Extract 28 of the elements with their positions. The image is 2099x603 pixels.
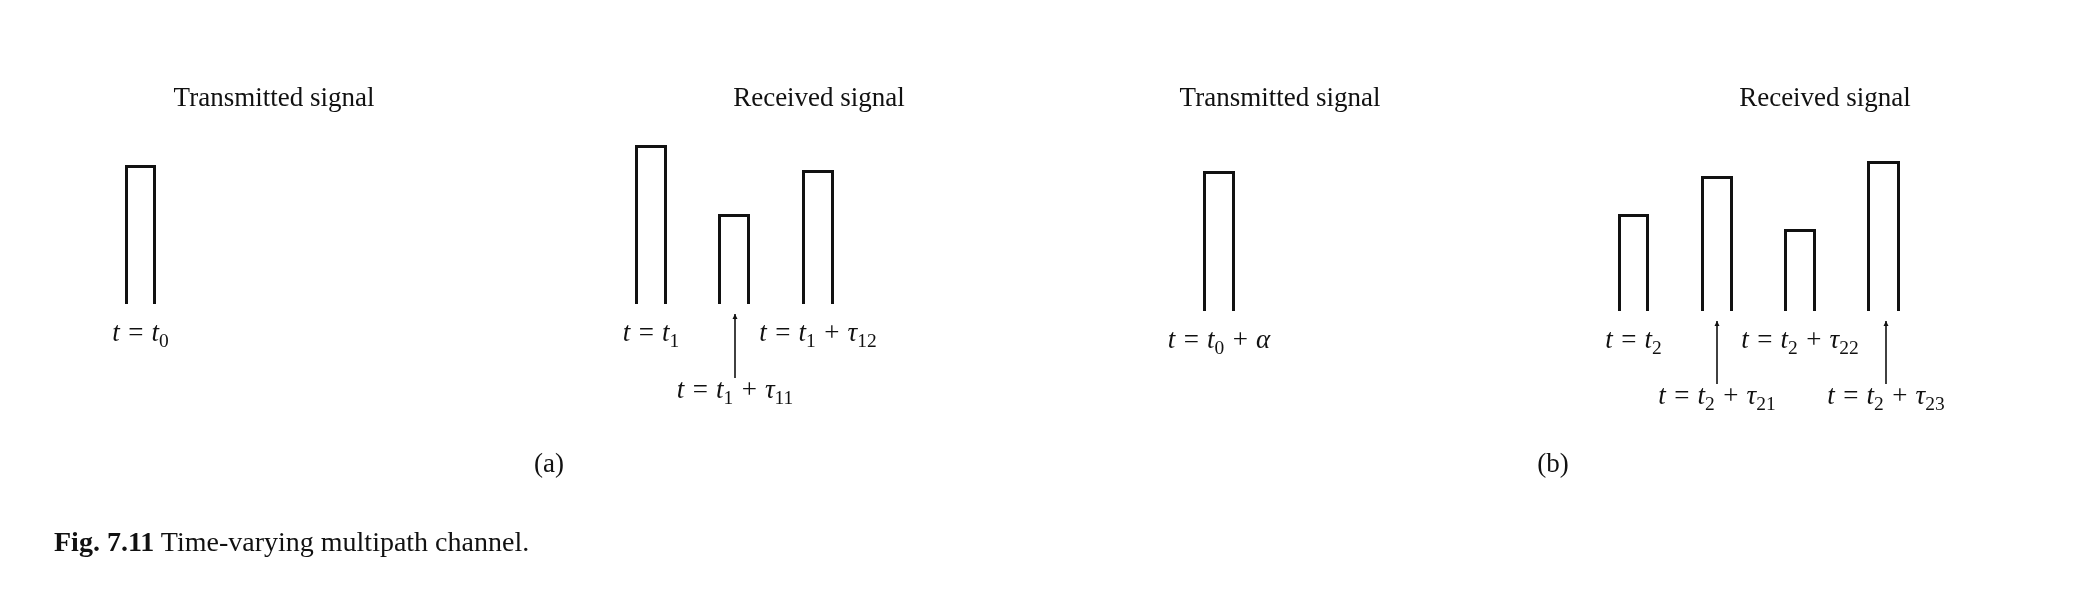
arrow	[1883, 320, 1889, 385]
time-label: t = t$_{2}$ + τ$_{21}$	[1658, 382, 1776, 414]
panel-heading: Received signal	[733, 84, 905, 111]
panel-label: (b)	[1537, 450, 1569, 477]
arrow	[1714, 320, 1720, 385]
time-label: t = t$_{0}$	[112, 319, 169, 351]
pulse-shape	[1867, 161, 1900, 311]
time-label: t = t$_{0}$ + α	[1167, 326, 1271, 358]
figure-caption: Fig. 7.11 Time-varying multipath channel.	[54, 528, 530, 556]
time-label: t = t$_{1}$ + τ$_{11}$	[676, 376, 794, 408]
time-label: t = t$_{2}$ + τ$_{22}$	[1741, 326, 1859, 358]
pulse-shape	[1784, 229, 1816, 311]
arrow	[732, 313, 738, 379]
pulse-shape	[1701, 176, 1733, 311]
pulse-shape	[1618, 214, 1649, 311]
time-label: t = t$_{1}$ + τ$_{12}$	[759, 319, 877, 351]
panel-label: (a)	[534, 450, 564, 477]
pulse-shape	[635, 145, 667, 304]
time-label: t = t$_{2}$	[1605, 326, 1662, 358]
pulse-shape	[718, 214, 750, 304]
panel-heading: Transmitted signal	[173, 84, 375, 111]
pulse-shape	[125, 165, 156, 304]
time-label: t = t$_{1}$	[622, 319, 680, 351]
pulse-shape	[802, 170, 834, 304]
panel-heading: Transmitted signal	[1179, 84, 1381, 111]
pulse-shape	[1203, 171, 1235, 311]
panel-heading: Received signal	[1739, 84, 1911, 111]
time-label: t = t$_{2}$ + τ$_{23}$	[1827, 382, 1945, 414]
